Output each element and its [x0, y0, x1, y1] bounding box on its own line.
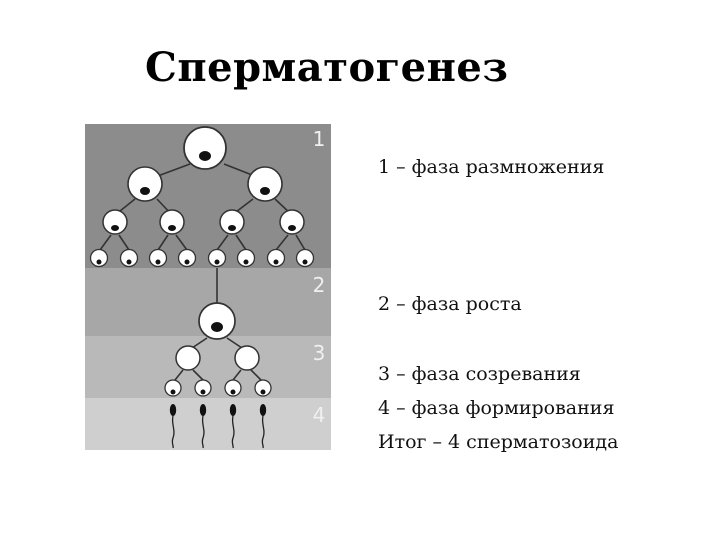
spermatogonium-level3: [102, 209, 305, 235]
spermatogonium-level3-nuclei: [111, 225, 296, 231]
spermatogonium-level2-left: [127, 166, 163, 202]
zone-3-number: 3: [313, 341, 326, 365]
spermatogonium-level4-nuclei: [96, 259, 308, 265]
diagram-canvas: 1 2 3 4: [85, 124, 331, 450]
zone-2-number: 2: [313, 273, 326, 297]
spermatozoon-1-icon: [169, 404, 177, 449]
spermatogonium-level4: [89, 248, 315, 268]
spermatogonium-level2-right: [247, 166, 283, 202]
spermatids: [164, 379, 272, 397]
legend-phase-3: 3 – фаза созревания: [378, 363, 581, 385]
page-title: Сперматогенез: [145, 44, 509, 91]
legend-phase-1: 1 – фаза размножения: [378, 156, 605, 178]
spermatozoon-4-icon: [259, 404, 267, 449]
spermatogonium-primary: [183, 126, 227, 170]
zone-4-band: [85, 398, 331, 450]
primary-spermatocyte: [198, 302, 236, 340]
zone-4-number: 4: [313, 403, 326, 427]
spermatozoa: [169, 404, 267, 449]
spermatogenesis-diagram: 1 2 3 4: [85, 124, 331, 450]
spermatozoon-2-icon: [199, 404, 207, 449]
spermatozoon-3-icon: [229, 404, 237, 449]
secondary-spermatocytes: [175, 345, 260, 371]
legend-phase-4: 4 – фаза формирования: [378, 397, 615, 419]
legend-phase-2: 2 – фаза роста: [378, 293, 522, 315]
zone-1-number: 1: [313, 127, 326, 151]
legend-result: Итог – 4 сперматозоида: [378, 431, 619, 453]
spermatid-nuclei: [170, 389, 266, 395]
